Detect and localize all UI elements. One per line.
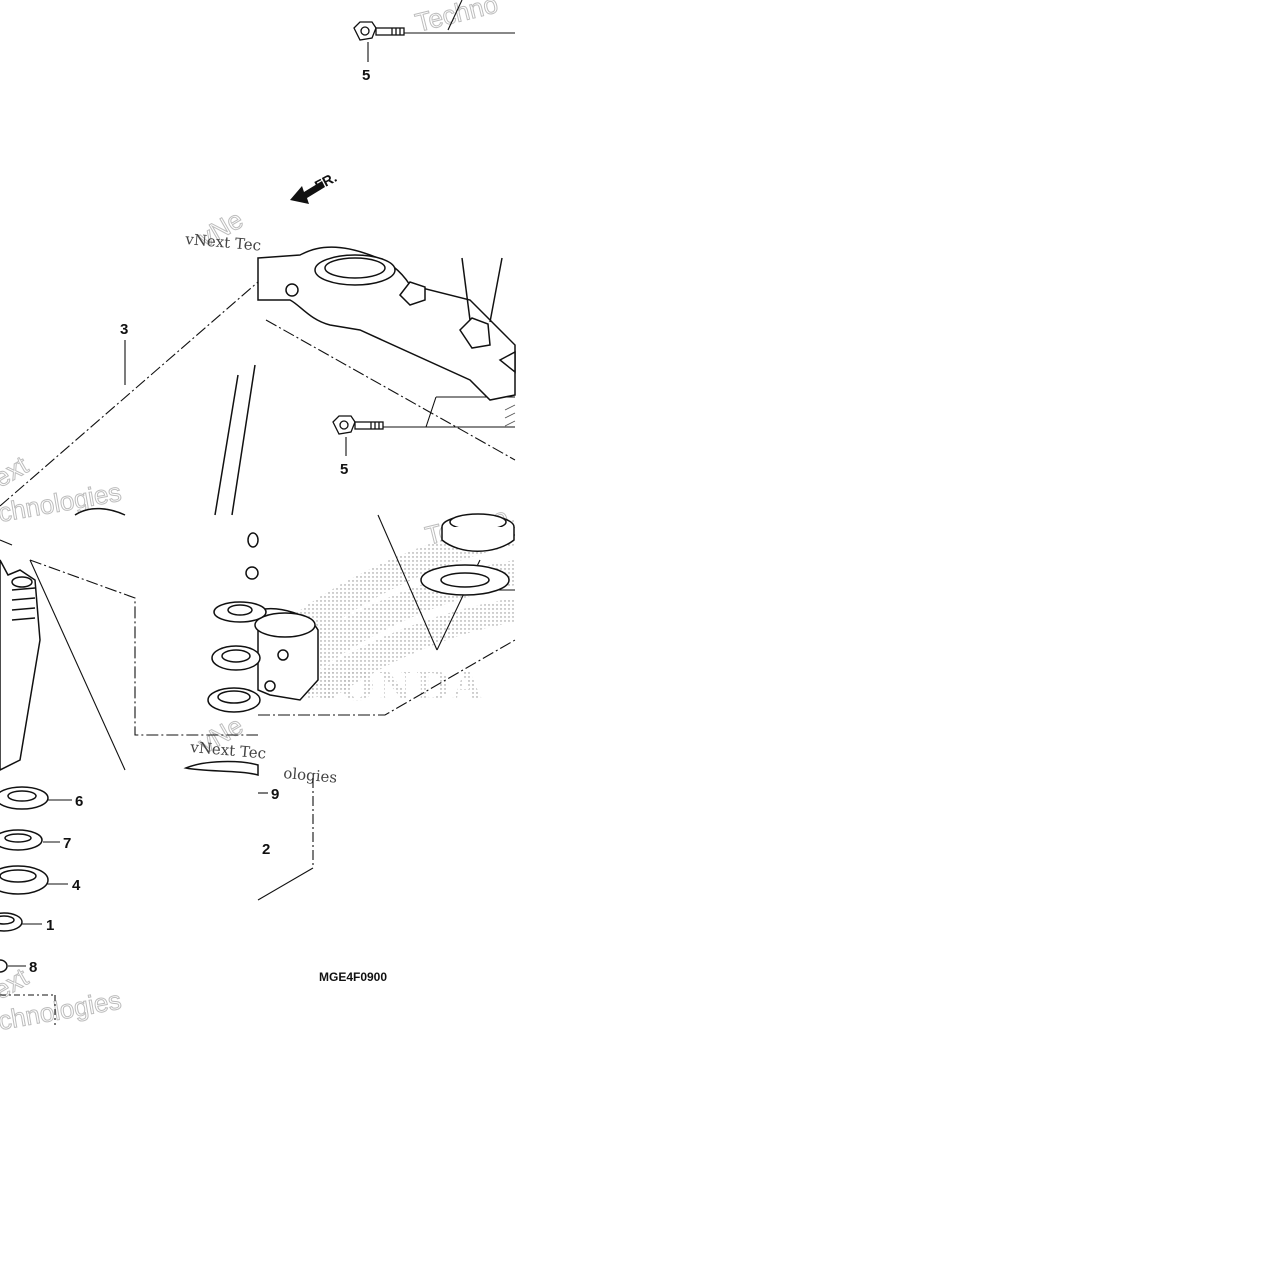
- callout-9: 9: [271, 786, 279, 803]
- front-direction-arrow: [290, 181, 325, 204]
- callout-7: 7: [63, 835, 71, 852]
- callout-3: 3: [120, 321, 128, 338]
- lock-washer-7: [0, 829, 43, 851]
- diagram-reference-code: MGE4F0900: [319, 970, 387, 984]
- callout-1: 1: [46, 917, 54, 934]
- watermark-vnext-upper: vNext Tec: [184, 230, 262, 255]
- honda-brand-watermark: HONDA: [300, 663, 485, 710]
- watermark-vnext-lower: vNext Tec: [189, 738, 267, 763]
- callout-8: 8: [29, 959, 37, 976]
- callout-6: 6: [75, 793, 83, 810]
- callout-5-middle: 5: [340, 461, 348, 478]
- flange-bolt-middle: [332, 415, 384, 435]
- lock-nut-6: [0, 786, 49, 810]
- lower-bearing-stack: [207, 532, 267, 713]
- watermark-ext-mid: ext: [0, 449, 34, 493]
- flange-bolt-top: [353, 21, 405, 41]
- steering-stem-shaft: [0, 364, 256, 771]
- watermark-techno-top: Techno: [412, 0, 501, 38]
- callout-4: 4: [72, 877, 81, 894]
- watermark-ologies: ologies: [283, 764, 338, 787]
- leader-lines: [0, 0, 516, 1025]
- watermark-chnologies-mid: chnologies: [0, 477, 123, 528]
- dust-seal-1: [0, 912, 23, 932]
- dust-seal-upper: [420, 564, 510, 596]
- bearing-9: [183, 760, 259, 776]
- top-bridge-fork-clamp: [257, 246, 516, 401]
- upper-bearing-race: [441, 513, 515, 552]
- adjusting-nut-4: [0, 865, 49, 895]
- washer-8: [0, 959, 8, 973]
- callout-5-top: 5: [362, 67, 370, 84]
- callout-2: 2: [262, 841, 270, 858]
- lower-fork-bridge-clamp: [254, 608, 319, 701]
- top-bridge-shade: [504, 404, 516, 427]
